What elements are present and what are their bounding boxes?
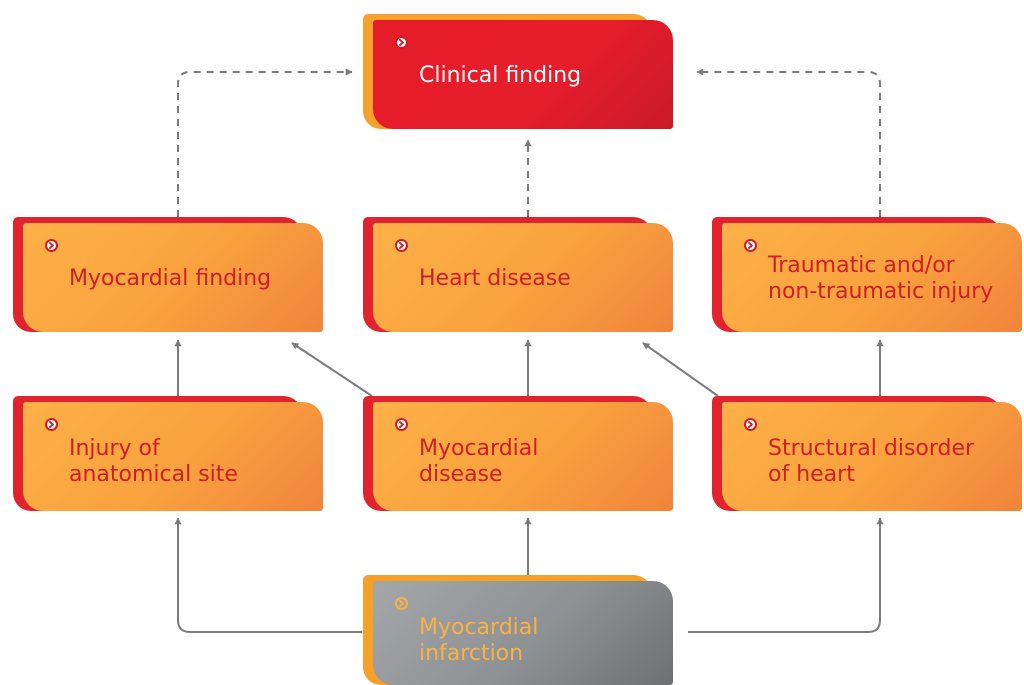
chevron-right-circle-icon: [744, 418, 757, 431]
chevron-right-circle-icon: [395, 597, 408, 610]
node-injury-anatomical-site[interactable]: Injury of anatomical site: [13, 396, 323, 511]
node-face: Myocardial finding: [23, 223, 323, 332]
node-face: Traumatic and/or non-traumatic injury: [722, 223, 1022, 332]
node-face: Myocardial disease: [373, 402, 673, 511]
node-label: Clinical finding: [419, 63, 582, 88]
chevron-right-circle-icon: [395, 418, 408, 431]
node-label: Myocardial finding: [69, 266, 272, 291]
edge-myocardial-disease-to-myocardial-finding: [291, 342, 373, 397]
node-myocardial-disease[interactable]: Myocardial disease: [363, 396, 673, 511]
node-myocardial-finding[interactable]: Myocardial finding: [13, 217, 323, 332]
node-label: Injury of anatomical site: [69, 436, 238, 488]
edge-traumatic-injury-to-clinical-finding: [696, 68, 881, 217]
chevron-right-circle-icon: [744, 239, 757, 252]
edge-myocardial-finding-to-clinical-finding: [177, 68, 353, 217]
edge-structural-disorder-to-heart-disease: [642, 342, 719, 397]
node-label: Traumatic and/or non-traumatic injury: [768, 253, 994, 305]
node-face: Injury of anatomical site: [23, 402, 323, 511]
node-label: Myocardial disease: [419, 436, 539, 488]
node-label: Heart disease: [419, 266, 571, 291]
node-label: Myocardial infarction: [419, 615, 539, 667]
chevron-right-circle-icon: [45, 239, 58, 252]
node-myocardial-infarction[interactable]: Myocardial infarction: [363, 575, 673, 685]
node-face: Myocardial infarction: [373, 581, 673, 685]
chevron-right-circle-icon: [45, 418, 58, 431]
node-traumatic-injury[interactable]: Traumatic and/or non-traumatic injury: [712, 217, 1022, 332]
node-clinical-finding[interactable]: Clinical finding: [363, 14, 673, 129]
edge-myocardial-infarction-to-structural-disorder: [688, 517, 884, 633]
node-face: Structural disorder of heart: [722, 402, 1022, 511]
chevron-right-circle-icon: [395, 239, 408, 252]
node-label: Structural disorder of heart: [768, 436, 975, 488]
node-face: Heart disease: [373, 223, 673, 332]
node-face: Clinical finding: [373, 20, 673, 129]
node-heart-disease[interactable]: Heart disease: [363, 217, 673, 332]
node-structural-disorder-heart[interactable]: Structural disorder of heart: [712, 396, 1022, 511]
chevron-right-circle-icon: [395, 36, 408, 49]
edge-myocardial-infarction-to-injury-anatomical-site: [174, 517, 362, 633]
